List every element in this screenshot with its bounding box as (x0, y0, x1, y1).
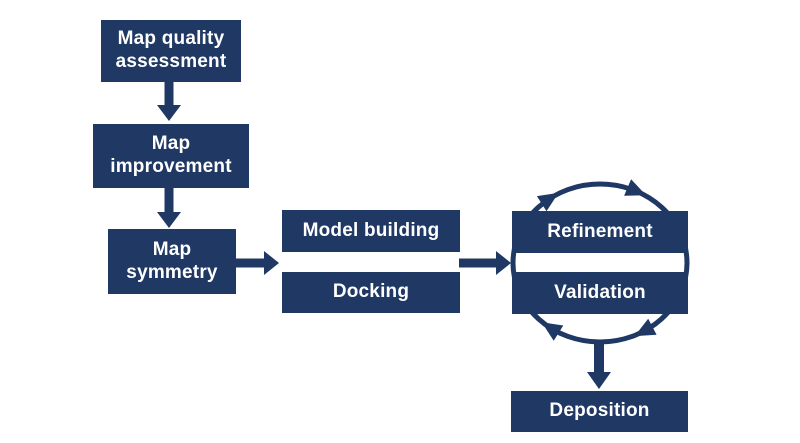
node-map-symmetry: Map symmetry (108, 229, 236, 294)
arrow-model-building-docking-to-refinement-validation (459, 251, 511, 275)
node-docking: Docking (282, 272, 460, 313)
node-model-building-label: Model building (302, 219, 440, 241)
node-refinement-label: Refinement (547, 220, 653, 242)
node-refinement: Refinement (512, 211, 688, 253)
node-validation-label: Validation (554, 281, 646, 303)
node-map-improvement-label: Map improvement (110, 133, 232, 177)
cycle-arrowhead-top-left-icon (536, 192, 559, 212)
node-map-symmetry-label: Map symmetry (126, 238, 218, 283)
arrow-map-symmetry-to-model-building-docking (234, 251, 279, 275)
cycle-arrow-ellipse (510, 181, 690, 345)
arrow-map-quality-to-map-improvement (157, 82, 181, 121)
arrow-refinement-validation-to-deposition (587, 342, 611, 389)
node-deposition: Deposition (511, 391, 688, 432)
node-docking-label: Docking (332, 281, 410, 303)
node-map-improvement: Map improvement (93, 124, 249, 188)
arrow-map-improvement-to-map-symmetry (157, 187, 181, 228)
node-validation: Validation (512, 272, 688, 314)
node-model-building: Model building (282, 210, 460, 252)
cycle-arrowhead-top-right-icon (624, 179, 646, 196)
node-map-quality-assessment: Map quality assessment (101, 20, 241, 82)
cycle-arrowhead-bottom-left-icon (541, 322, 564, 341)
cycle-arrowhead-bottom-right-icon (634, 318, 657, 337)
node-map-quality-assessment-label: Map quality assessment (115, 28, 227, 72)
node-deposition-label: Deposition (549, 400, 650, 422)
